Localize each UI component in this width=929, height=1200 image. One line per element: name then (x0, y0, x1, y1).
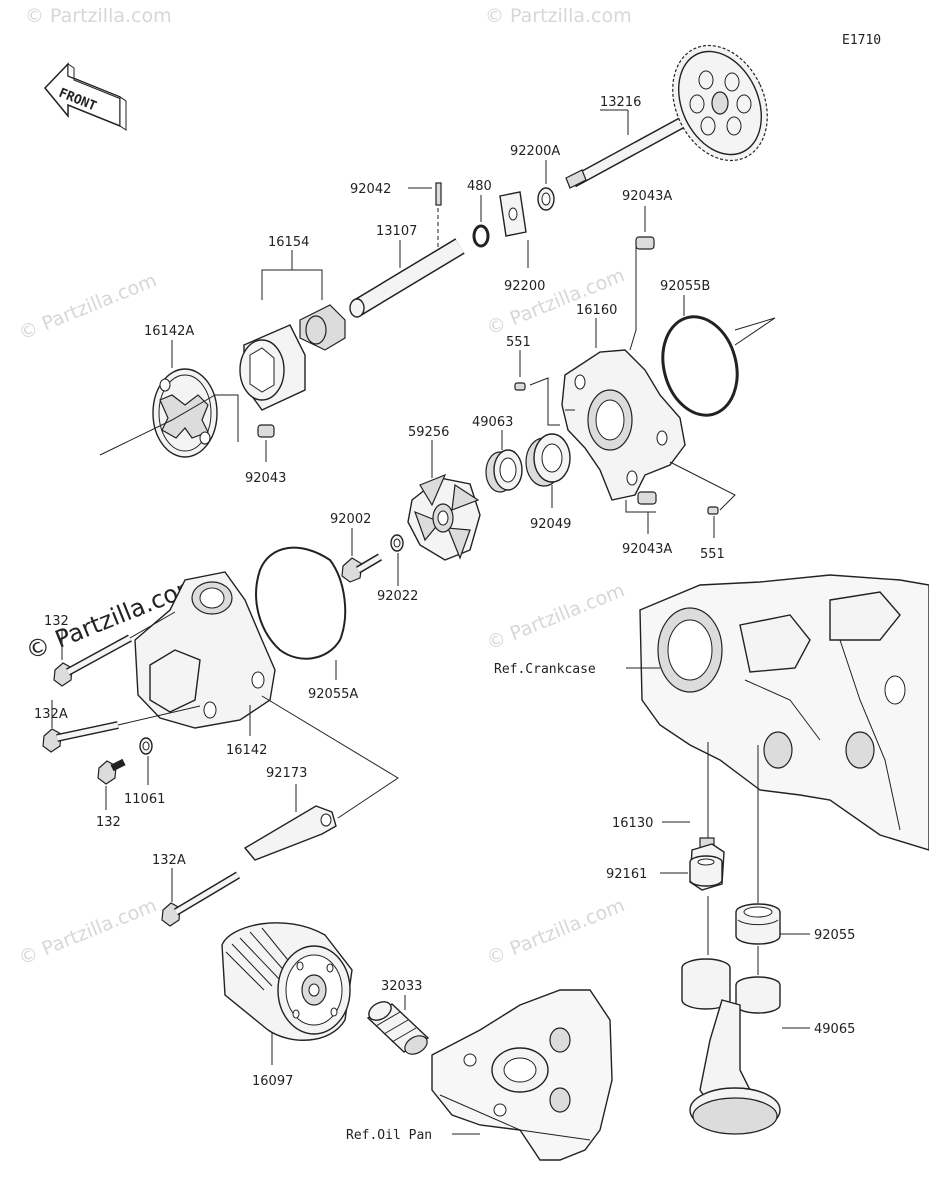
gear-shaft-13216 (565, 44, 768, 189)
part-label: 16130 (612, 816, 653, 831)
strainer-pipe-49065 (681, 958, 781, 1135)
part-label: 32033 (381, 979, 422, 994)
part-label: 92055B (660, 279, 710, 294)
part-label: 92043 (245, 471, 286, 486)
part-label: 132 (44, 614, 69, 629)
part-label: 16154 (268, 235, 309, 250)
bolt-132-top (53, 634, 132, 687)
o-ring-92055B (661, 315, 739, 417)
dowel-92043A-bottom (637, 491, 657, 505)
part-label: 16142A (144, 324, 194, 339)
part-label: 49063 (472, 415, 513, 430)
dowel-92043 (257, 424, 275, 438)
ref-label-crankcase: Ref.Crankcase (494, 662, 596, 677)
watermark: © Partzilla.com (484, 264, 628, 339)
part-label: 92161 (606, 867, 647, 882)
part-label: 16097 (252, 1074, 293, 1089)
shaft-13107 (349, 238, 465, 318)
part-label: 13107 (376, 224, 417, 239)
dowel-92043A-top (635, 236, 655, 250)
part-label: 92043A (622, 542, 672, 557)
rotor-16154 (239, 304, 346, 411)
gasket-92055A (255, 546, 347, 660)
ref-label-oil-pan: Ref.Oil Pan (346, 1128, 432, 1143)
front-arrow-icon: FRONT (43, 62, 127, 131)
part-label: 92055A (308, 687, 358, 702)
bolt-132A-bottom (161, 871, 241, 927)
bracket-92173 (243, 805, 337, 861)
watermark: © Partzilla.com (16, 894, 160, 969)
pump-cover-16142 (134, 571, 276, 729)
seal-49063 (485, 449, 523, 493)
oil-pan-reference (431, 989, 613, 1161)
diagram-code: E1710 (842, 33, 881, 48)
collar-92161 (689, 855, 723, 887)
part-label: 92200 (504, 279, 545, 294)
part-label: 49065 (814, 1022, 855, 1037)
bolt-132A-mid (42, 721, 119, 753)
bearing-92049 (525, 433, 571, 487)
part-label: 16142 (226, 743, 267, 758)
part-label: 92055 (814, 928, 855, 943)
watermark: © Partzilla.com (16, 269, 160, 344)
watermark: © Partzilla.com (484, 579, 628, 654)
part-label: 132A (152, 853, 186, 868)
part-label: 16160 (576, 303, 617, 318)
part-label: 92200A (510, 144, 560, 159)
part-label: 132 (96, 815, 121, 830)
watermark: © Partzilla.com (25, 5, 172, 27)
part-label: 59256 (408, 425, 449, 440)
pin-551-bottom (707, 506, 719, 515)
bolt-92002 (341, 553, 383, 583)
oil-filter-16097 (221, 922, 353, 1041)
pipe-32033 (366, 1001, 430, 1055)
part-label: 13216 (600, 95, 641, 110)
part-label: 132A (34, 707, 68, 722)
circlip-480 (472, 224, 490, 248)
pin-551-top (514, 382, 526, 391)
part-label: 92002 (330, 512, 371, 527)
part-label: 480 (467, 179, 492, 194)
part-label: 92043A (622, 189, 672, 204)
part-label: 11061 (124, 792, 165, 807)
part-label: 92049 (530, 517, 571, 532)
watermark: © Partzilla.com (484, 894, 628, 969)
part-label: 92022 (377, 589, 418, 604)
watermark: © Partzilla.com (485, 5, 632, 27)
bolt-132 (97, 758, 126, 785)
o-ring-collar-92055 (735, 903, 781, 945)
pump-body-16160 (561, 349, 686, 501)
part-label: 551 (700, 547, 725, 562)
part-label: 551 (506, 335, 531, 350)
impeller-59256 (407, 473, 481, 561)
crankcase-reference (639, 574, 929, 851)
part-label: 92042 (350, 182, 391, 197)
part-label: 92173 (266, 766, 307, 781)
pin-92042 (435, 182, 442, 206)
